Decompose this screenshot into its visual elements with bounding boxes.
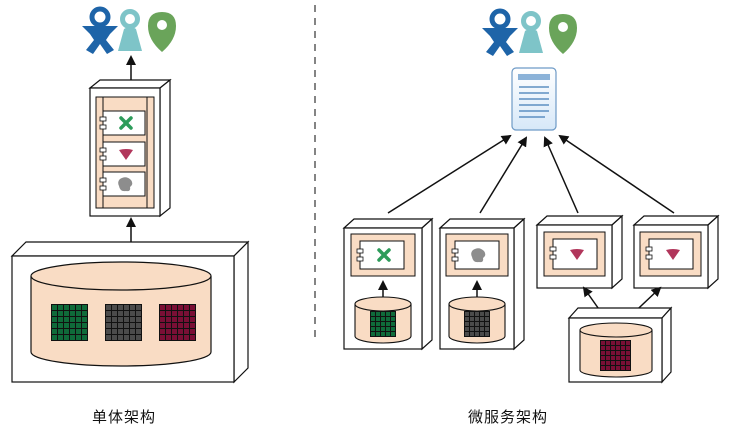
person-icon-blue [482,8,518,56]
document-icon [511,67,557,131]
data-grid-gray [464,311,490,337]
monolith-app-box [88,78,172,218]
x-glyph-icon [377,248,391,262]
triangle-glyph-icon [666,249,680,260]
triangle-glyph-icon [570,249,584,260]
microservice-box-2 [438,217,526,351]
users-group-left [82,6,176,54]
users-group-right [482,8,577,56]
data-grid-red [159,304,196,341]
module-blob [99,171,146,197]
data-grid-red [600,340,631,371]
person-icon-teal [519,11,543,53]
arrow-service3-to-gateway [543,136,579,214]
person-icon-green [148,12,176,52]
data-grid-green [370,311,396,337]
person-icon-green [549,14,577,54]
monolith-database-box [10,240,250,384]
microservice-box-1 [342,217,434,351]
microservice-box-4 [632,214,720,290]
triangle-glyph-icon [119,149,133,160]
person-icon-blue [82,6,118,54]
module-x [99,110,146,136]
shared-database-box [567,306,673,384]
x-glyph-icon [119,116,133,130]
microservice-box-3 [535,214,624,290]
arrow-service4-to-gateway [558,134,675,214]
module-triangle [99,141,146,167]
arrow-service1-to-gateway [387,134,512,214]
caption-monolithic: 单体架构 [92,408,157,426]
person-icon-teal [118,9,142,51]
arrow-service2-to-gateway [479,136,528,214]
blob-glyph-icon [118,177,133,192]
caption-microservices: 微服务架构 [468,408,549,426]
data-grid-gray [105,304,142,341]
blob-glyph-icon [471,248,486,263]
data-grid-green [51,304,88,341]
